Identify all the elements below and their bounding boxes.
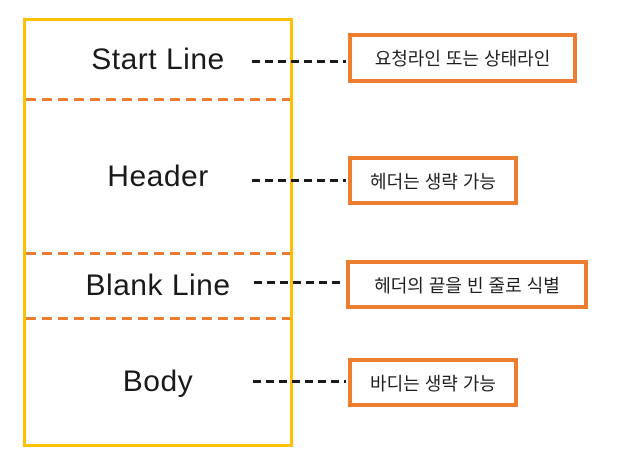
annotation-box-blank-line: 헤더의 끝을 빈 줄로 식별 [346, 260, 588, 309]
section-header: Header [26, 101, 290, 252]
annotation-text-body: 바디는 생략 가능 [370, 373, 496, 394]
section-divider [26, 317, 290, 320]
section-divider [26, 252, 290, 255]
section-label-header: Header [107, 159, 209, 193]
annotation-text-start-line: 요청라인 또는 상태라인 [374, 49, 551, 69]
annotation-box-header: 헤더는 생략 가능 [348, 156, 518, 205]
section-body: Body [26, 320, 290, 444]
annotation-text-blank-line: 헤더의 끝을 빈 줄로 식별 [374, 275, 560, 296]
section-divider [26, 98, 290, 101]
connector-line-header [252, 179, 346, 182]
connector-line-start-line [252, 60, 346, 63]
section-label-body: Body [122, 365, 194, 398]
connector-line-blank-line [254, 281, 344, 284]
annotation-text-header: 헤더는 생략 가능 [370, 171, 496, 192]
section-label-start-line: Start Line [91, 42, 225, 76]
annotation-box-start-line: 요청라인 또는 상태라인 [348, 33, 577, 83]
section-blank-line: Blank Line [26, 255, 290, 317]
message-structure-box: Start Line Header Blank Line Body [23, 18, 293, 447]
section-label-blank-line: Blank Line [85, 269, 231, 302]
section-start-line: Start Line [26, 21, 290, 98]
connector-line-body [253, 380, 346, 383]
annotation-box-body: 바디는 생략 가능 [348, 358, 518, 407]
